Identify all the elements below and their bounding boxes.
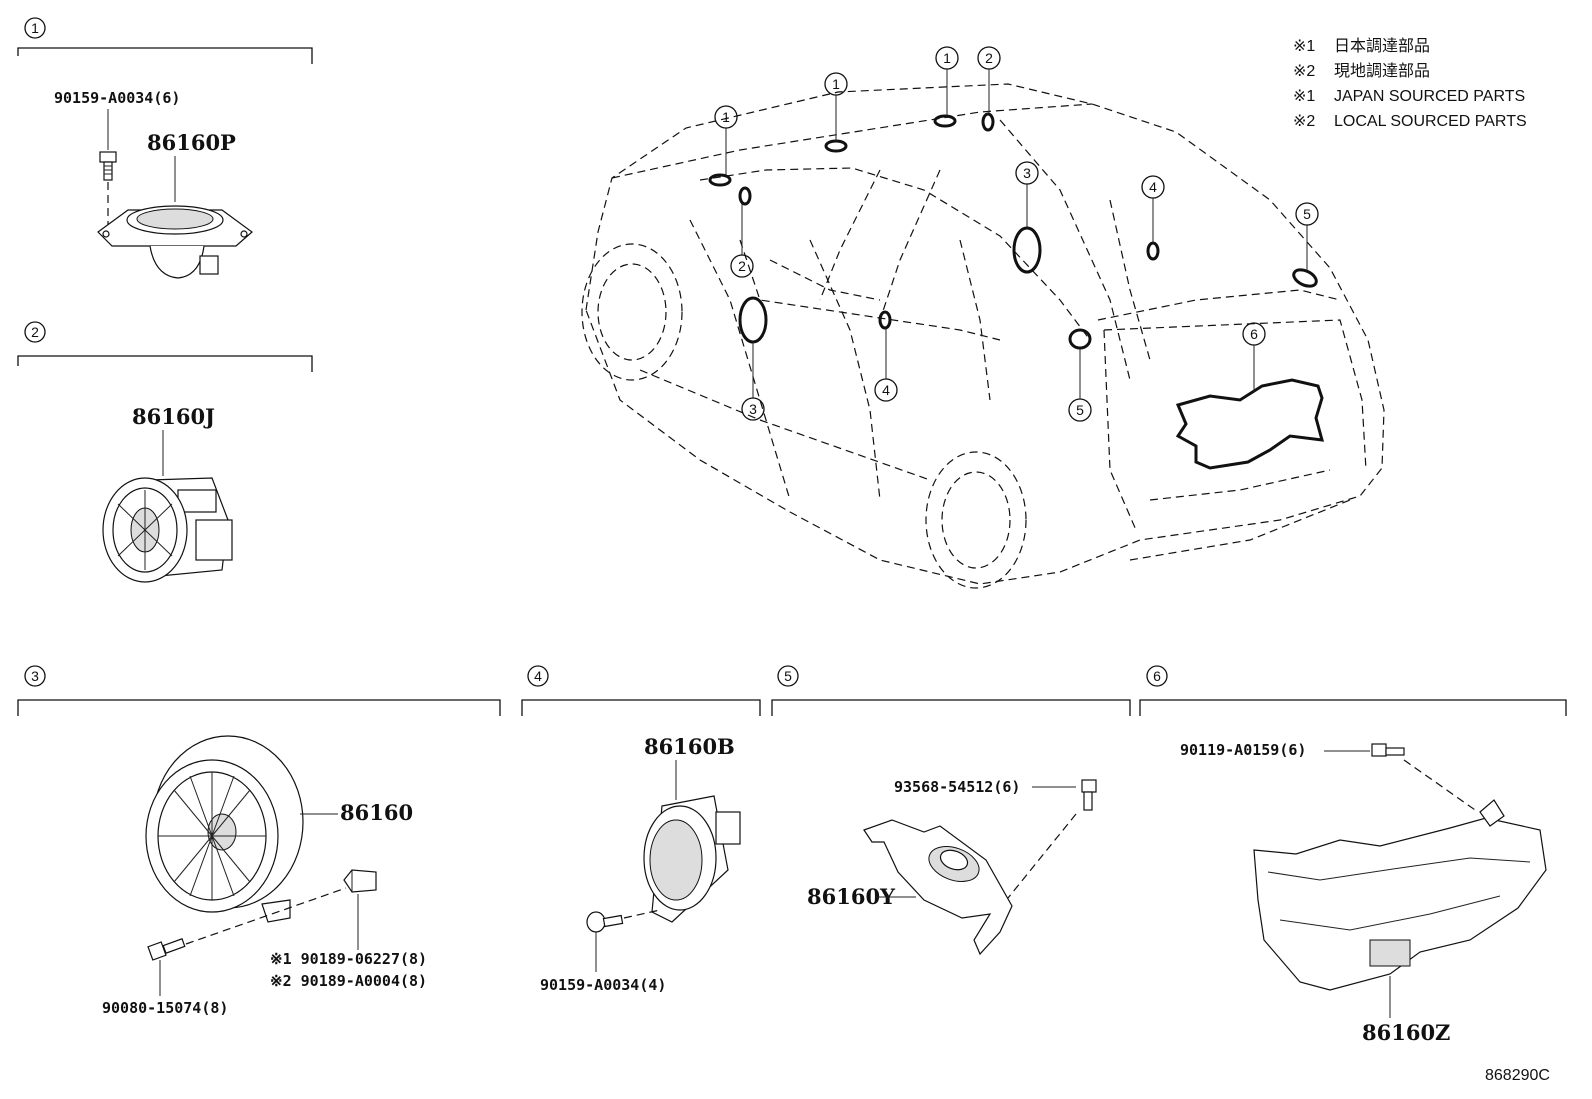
wheel-front-icon [581, 243, 683, 381]
vehicle-callouts: 1 1 1 2 2 3 3 4 4 5 5 6 [714, 46, 1319, 422]
section-2-number: 2 [31, 324, 39, 340]
section-2-bracket [17, 355, 313, 372]
section-6: 6 90119-A0159(6) 86160Z [1139, 665, 1567, 1045]
screw-icon [99, 151, 117, 181]
screw-icon [1081, 779, 1097, 811]
section-6-part-number: 86160Z [1362, 1020, 1450, 1045]
legend-text-3: JAPAN SOURCED PARTS [1334, 88, 1525, 105]
callout-2a: 2 [738, 258, 746, 274]
legend-mark-1: ※1 [1293, 38, 1315, 55]
vehicle-outline [585, 83, 1385, 585]
section-3-nut2-label: ※2 90189-A0004(8) [270, 972, 427, 990]
callout-3b: 3 [1023, 165, 1031, 181]
legend-mark-4: ※2 [1293, 113, 1315, 130]
section-4-screw-label: 90159-A0034(4) [540, 976, 666, 994]
callout-5a: 5 [1076, 402, 1084, 418]
section-2: 2 86160J [17, 321, 313, 583]
section-1-bracket [17, 47, 313, 64]
section-4-bracket [521, 699, 761, 716]
amplifier-location [1175, 378, 1325, 470]
callout-1a: 1 [722, 109, 730, 125]
screw-icon [586, 911, 624, 933]
section-3-screw-label: 90080-15074(8) [102, 999, 228, 1017]
section-3-bracket [17, 699, 501, 716]
section-6-screw-label: 90119-A0159(6) [1180, 741, 1306, 759]
legend-text-1: 日本調達部品 [1334, 37, 1430, 55]
callout-4a: 4 [882, 382, 890, 398]
vehicle-speaker-marks [708, 112, 1325, 470]
callout-2b: 2 [985, 50, 993, 66]
section-5-circle [777, 665, 799, 687]
speaker-86160B-icon [643, 795, 741, 923]
section-1-number: 1 [31, 20, 39, 36]
screw-icon [147, 938, 186, 961]
section-2-part-number: 86160J [132, 404, 215, 429]
section-6-number: 6 [1153, 668, 1161, 684]
section-1-screw-label: 90159-A0034(6) [54, 89, 180, 107]
callout-1c: 1 [943, 50, 951, 66]
legend-text-4: LOCAL SOURCED PARTS [1334, 113, 1527, 130]
speaker-86160Y-icon [863, 819, 1013, 956]
section-1: 1 90159-A0034(6) 86160P [17, 17, 313, 279]
legend-text-2: 現地調達部品 [1334, 62, 1430, 80]
section-1-circle [24, 17, 46, 39]
section-3-circle [24, 665, 46, 687]
section-5-screw-label: 93568-54512(6) [894, 778, 1020, 796]
screw-icon [1371, 743, 1405, 757]
speaker-86160P-icon [97, 205, 253, 279]
callout-1b: 1 [832, 76, 840, 92]
section-6-bracket [1139, 699, 1567, 716]
section-4-number: 4 [534, 668, 542, 684]
section-5-number: 5 [784, 668, 792, 684]
diagram-code: 868290C [1485, 1067, 1550, 1084]
legend-mark-3: ※1 [1293, 88, 1315, 105]
nut-icon [343, 869, 377, 893]
speaker-86160Z-icon [1253, 799, 1547, 991]
callout-3a: 3 [749, 401, 757, 417]
section-5: 5 93568-54512(6) 86160Y [771, 665, 1131, 956]
section-1-part-number: 86160P [147, 130, 236, 155]
speaker-86160-icon [145, 735, 304, 923]
section-3-number: 3 [31, 668, 39, 684]
section-3-nut1-label: ※1 90189-06227(8) [270, 950, 427, 968]
speaker-86160J-icon [102, 477, 233, 583]
callout-6: 6 [1250, 326, 1258, 342]
section-4-circle [527, 665, 549, 687]
section-6-circle [1146, 665, 1168, 687]
section-5-bracket [771, 699, 1131, 716]
section-4: 4 86160B 90159-A0034(4) [521, 665, 761, 994]
section-4-part-number: 86160B [644, 734, 735, 759]
section-2-circle [24, 321, 46, 343]
wheel-rear-icon [925, 451, 1027, 589]
section-3-part-number: 86160 [340, 800, 413, 825]
section-3: 3 86160 90080-15074(8) ※1 90189-06227(8)… [17, 665, 501, 1017]
callout-4b: 4 [1149, 179, 1157, 195]
legend: ※1 日本調達部品 ※2 現地調達部品 ※1 JAPAN SOURCED PAR… [1293, 37, 1527, 130]
legend-mark-2: ※2 [1293, 63, 1315, 80]
callout-5b: 5 [1303, 206, 1311, 222]
